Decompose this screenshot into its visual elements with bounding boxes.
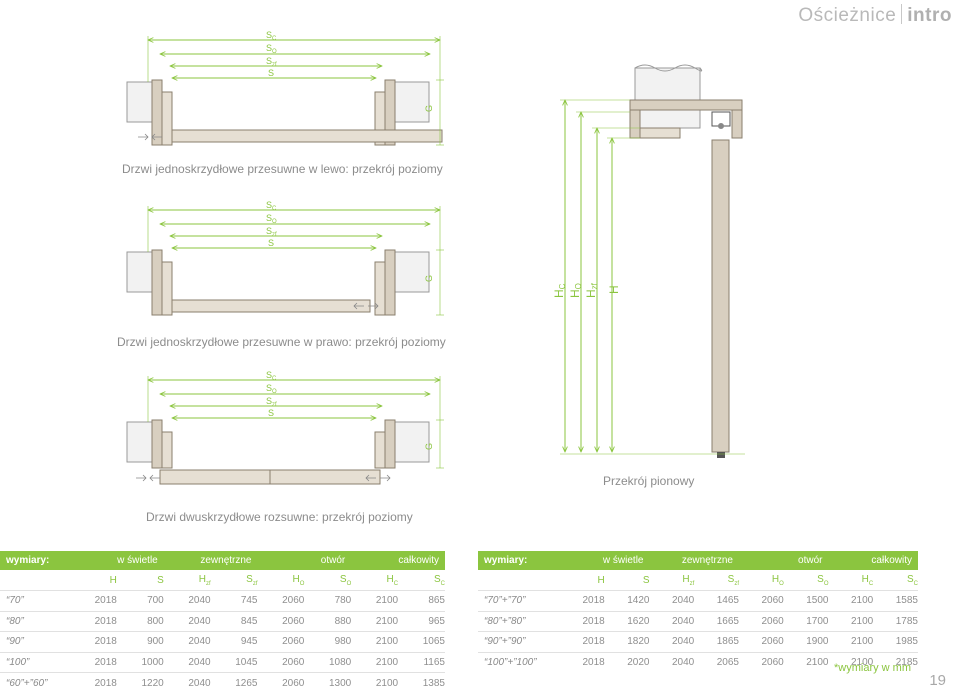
dim-ho: HO bbox=[568, 283, 583, 298]
col-hc: HC bbox=[386, 573, 399, 587]
table-header-cols: H S Hzf Szf HO SO HC SC bbox=[478, 570, 918, 591]
diagram-double: SC SO Szf S G bbox=[126, 370, 444, 485]
caption-double: Drzwi dwuskrzydłowe rozsuwne: przekrój p… bbox=[146, 510, 413, 524]
group-external: zewnętrzne bbox=[163, 551, 258, 570]
col-h: H bbox=[597, 574, 605, 586]
group-clear: w świetle bbox=[560, 551, 650, 570]
dim-szf-1: Szf bbox=[266, 56, 277, 68]
col-sc: SC bbox=[433, 573, 445, 587]
group-opening: otwór bbox=[257, 551, 352, 570]
col-ho: HO bbox=[292, 573, 305, 587]
diagram-vertical-section: HC HO Hzf H bbox=[552, 64, 745, 458]
dim-so-3: SO bbox=[266, 383, 277, 395]
table-header-cols: H S Hzf Szf HO SO HC SC bbox=[0, 570, 445, 591]
table-label: wymiary: bbox=[0, 551, 70, 570]
dim-szf-2: Szf bbox=[266, 226, 277, 238]
dim-g-2: G bbox=[424, 275, 434, 282]
dim-s-2: S bbox=[268, 238, 274, 248]
col-s: S bbox=[642, 574, 650, 586]
col-so: SO bbox=[339, 573, 352, 587]
dim-g-3: G bbox=[424, 443, 434, 450]
col-hc: HC bbox=[861, 573, 874, 587]
dim-szf-3: Szf bbox=[266, 396, 277, 408]
table-header-groups: wymiary: w świetle zewnętrzne otwór całk… bbox=[0, 551, 445, 570]
dim-s-3: S bbox=[268, 408, 274, 418]
slide-direction-arrows-3 bbox=[136, 474, 391, 482]
group-external: zewnętrzne bbox=[649, 551, 739, 570]
caption-vertical: Przekrój pionowy bbox=[603, 474, 695, 488]
dim-sc-1: SC bbox=[266, 30, 277, 42]
dim-sc-2: SC bbox=[266, 200, 277, 212]
footnote-units: *wymiary w mm bbox=[834, 662, 911, 674]
col-s: S bbox=[157, 574, 164, 586]
dim-hzf: Hzf bbox=[584, 282, 599, 298]
dimensions-table-right: wymiary: w świetle zewnętrzne otwór całk… bbox=[478, 551, 918, 673]
caption-slide-right: Drzwi jednoskrzydłowe przesuwne w prawo:… bbox=[117, 335, 446, 349]
group-clear: w świetle bbox=[70, 551, 164, 570]
dim-h: H bbox=[607, 285, 621, 294]
dim-so-2: SO bbox=[266, 213, 277, 225]
table-header-groups: wymiary: w świetle zewnętrzne otwór całk… bbox=[478, 551, 918, 570]
group-opening: otwór bbox=[739, 551, 829, 570]
dim-so-1: SO bbox=[266, 43, 277, 55]
dim-g-1: G bbox=[424, 105, 434, 112]
dim-sc-3: SC bbox=[266, 370, 277, 382]
brand-separator bbox=[901, 4, 903, 24]
technical-drawings: SC SO Szf S G SC SO Szf S G bbox=[126, 30, 745, 485]
col-hzf: Hzf bbox=[198, 573, 211, 587]
col-szf: Szf bbox=[727, 573, 739, 587]
col-ho: HO bbox=[771, 573, 784, 587]
col-szf: Szf bbox=[246, 573, 258, 587]
brand-product: intro bbox=[907, 5, 952, 26]
caption-slide-left: Drzwi jednoskrzydłowe przesuwne w lewo: … bbox=[122, 162, 443, 176]
col-sc: SC bbox=[906, 573, 918, 587]
col-so: SO bbox=[817, 573, 829, 587]
brand-name: Ościeżnice bbox=[798, 5, 897, 26]
group-total: całkowity bbox=[351, 551, 445, 570]
col-h: H bbox=[109, 574, 117, 586]
group-total: całkowity bbox=[828, 551, 918, 570]
diagram-slide-left: SC SO Szf S G bbox=[126, 30, 444, 146]
brand-logo: Ościeżnice intro bbox=[798, 4, 952, 27]
slide-direction-arrows-2 bbox=[353, 302, 379, 310]
page-number: 19 bbox=[929, 672, 946, 689]
dim-s-1: S bbox=[268, 68, 274, 78]
dim-hc: HC bbox=[552, 283, 567, 298]
col-hzf: Hzf bbox=[682, 573, 695, 587]
table-label: wymiary: bbox=[478, 551, 560, 570]
slide-direction-arrows-1 bbox=[138, 133, 162, 141]
dimensions-table-left: wymiary: w świetle zewnętrzne otwór całk… bbox=[0, 551, 445, 693]
diagram-slide-right: SC SO Szf S G bbox=[126, 200, 444, 316]
